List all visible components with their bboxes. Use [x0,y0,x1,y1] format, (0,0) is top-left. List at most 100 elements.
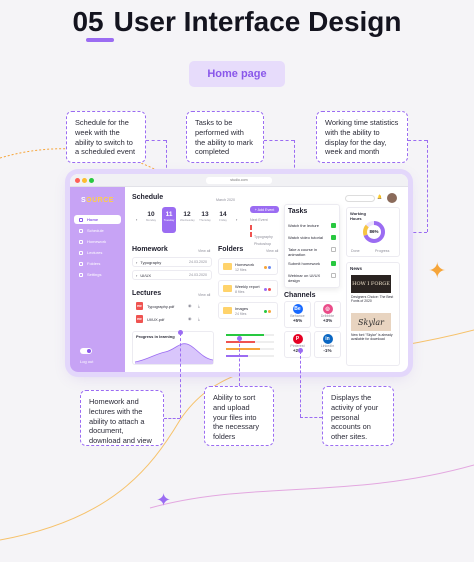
avatar [267,265,272,270]
callout-schedule: Schedule for the week with the ability t… [66,111,146,163]
folders-title: Folders [218,246,244,253]
task-checkbox[interactable] [331,235,336,240]
eye-icon[interactable]: ◉ [188,303,192,308]
book-icon [79,239,83,244]
avatar [267,287,272,292]
connector [300,351,301,417]
progress-card: Progress in learning [132,331,214,365]
sidebar-item-lectures[interactable]: Lectures [74,248,121,257]
event-item[interactable]: Typography [250,225,279,239]
news-caption[interactable]: Designers Choice: The Best Fonts of 2020 [351,295,394,303]
sidebar-item-home[interactable]: Home [74,215,121,224]
lectures-view-all[interactable]: View all [198,293,211,297]
channels-title: Channels [284,292,316,299]
download-icon[interactable]: ⤓ [198,316,200,321]
lecture-file[interactable]: PDF UI/UX.pdf [136,315,165,323]
search-input[interactable] [345,195,375,202]
eye-icon[interactable]: ◉ [188,316,192,321]
legend-progress: Progress [375,249,390,253]
page-label-pill: Home page [189,61,285,87]
add-event-button[interactable]: + Add Event [250,206,279,213]
connector [180,333,181,418]
window-titlebar: studio.com [70,174,408,187]
channel-card[interactable]: in LinkedIn -1% [314,331,341,358]
event-item[interactable]: Photoshop [250,232,279,246]
tasks-card: Tasks Watch the lecture Watch video tuto… [284,204,340,288]
section-number: 05 [72,6,104,37]
chevron-right-icon: › [136,259,138,265]
channel-card[interactable]: P Pinterest +2% [284,331,311,358]
callout-folders: Ability to sort and upload your files in… [204,386,274,446]
maximize-dot[interactable] [89,178,94,183]
folder-item[interactable]: Images 24 files [218,302,278,319]
folder-icon [223,307,232,314]
sidebar-item-folders[interactable]: Folders [74,259,121,268]
pinterest-icon: P [292,334,303,344]
channel-card[interactable]: ◎ Dribbble +3% [314,301,341,328]
sidebar-item-settings[interactable]: Settings [74,270,121,279]
theme-toggle[interactable] [80,348,92,354]
sidebar-item-schedule[interactable]: Schedule [74,226,121,235]
progress-title: Progress in learning [136,334,175,339]
connector [300,417,322,418]
callout-channels: Displays the activity of your personal a… [322,386,394,446]
connector [239,339,240,386]
callout-tasks: Tasks to be performed with the ability t… [186,111,264,163]
folder-icon [223,263,232,270]
task-checkbox[interactable] [331,273,336,278]
next-event-label: Next Event [250,218,268,222]
task-item: Watch the lecture [288,223,319,228]
channel-card[interactable]: Be Behance +5% [284,301,311,328]
working-hours-title: Working Hours [350,211,366,221]
lecture-file[interactable]: PDF Typography.pdf [136,302,175,310]
sidebar-item-homework[interactable]: Homework [74,237,121,246]
sidebar: SOURCE Home Schedule Homework Lectures F… [70,187,125,372]
folder-icon [79,261,83,266]
chevron-right-icon[interactable]: › [236,217,238,222]
schedule-title: Schedule [132,194,164,201]
close-dot[interactable] [75,178,80,183]
homework-view-all[interactable]: View all [198,249,211,253]
folders-view-all[interactable]: View all [266,249,279,253]
star-icon: ✦ [428,258,447,283]
news-image[interactable]: Skylar [351,313,391,331]
lectures-title: Lectures [132,290,162,297]
task-checkbox[interactable] [331,223,336,228]
connector [427,140,428,232]
gear-icon [79,272,83,277]
dribbble-icon: ◎ [322,304,333,314]
bell-icon[interactable]: 🔔 [377,194,382,199]
linkedin-icon: in [322,334,333,344]
task-checkbox[interactable] [331,247,336,252]
folder-item[interactable]: Homework 12 files [218,258,278,275]
url-bar[interactable]: studio.com [206,177,272,184]
news-caption[interactable]: New font "Skylar" is already available f… [351,333,393,341]
homework-item[interactable]: › Typography 24.03.2020 [132,257,212,267]
home-icon [79,217,83,222]
homework-item[interactable]: › UI/UX 24.03.2020 [132,270,212,280]
schedule-month[interactable]: March 2020 [216,198,235,202]
connector-dot [237,336,242,341]
folder-item[interactable]: Weekly report 8 files [218,280,278,297]
minimize-dot[interactable] [82,178,87,183]
logout-link[interactable]: Log out [80,359,94,364]
connector [392,232,427,233]
avatar [267,309,272,314]
title-underline [86,38,114,42]
task-item: Take a course in animation [288,247,318,257]
news-image[interactable]: HOW I FORGE [351,275,391,293]
legend-done: Done [351,249,360,253]
news-card: News HOW I FORGE Designers Choice: The B… [346,262,400,366]
chevron-left-icon[interactable]: ‹ [136,217,138,222]
download-icon[interactable]: ⤓ [198,303,200,308]
folder-icon [223,285,232,292]
app-logo: SOURCE [81,197,114,204]
avatar[interactable] [387,193,397,203]
task-checkbox[interactable] [331,261,336,266]
